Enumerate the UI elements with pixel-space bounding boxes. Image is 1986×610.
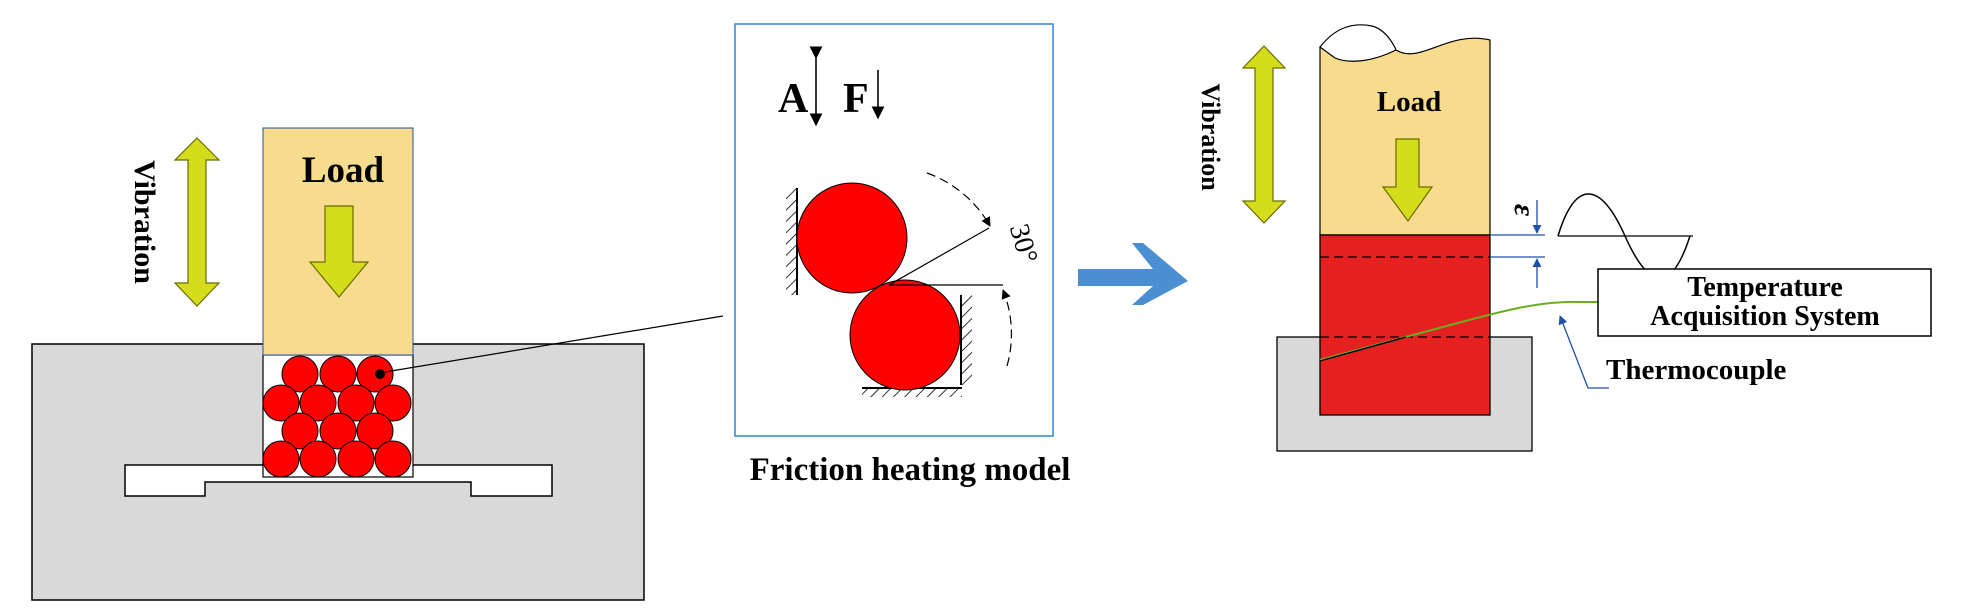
load-arrow-icon	[308, 205, 370, 298]
right-load-label: Load	[1377, 86, 1441, 118]
angle-arc	[926, 172, 991, 227]
particle	[262, 440, 300, 478]
particle	[356, 412, 394, 450]
particle-marker-dot	[375, 369, 385, 379]
friction-model-panel: A F 30° Friction heating model	[734, 23, 1071, 488]
thermocouple-leader	[1558, 315, 1609, 389]
die-groove	[124, 464, 553, 497]
particle	[337, 384, 375, 422]
particle	[374, 384, 412, 422]
load-label: Load	[302, 150, 385, 191]
particle	[281, 412, 319, 450]
label-a: A	[778, 76, 809, 122]
upper-particle	[796, 182, 908, 294]
powder-particles	[262, 355, 412, 478]
particle	[299, 384, 337, 422]
vibration-label: Vibration	[128, 160, 161, 284]
angle-arc-lower	[1001, 289, 1013, 367]
rod-broken-end	[1319, 24, 1397, 62]
temperature-system-line1: Temperature	[1687, 272, 1843, 303]
thermocouple-inner-wire	[1319, 336, 1407, 362]
vibration-arrow-icon	[173, 137, 221, 307]
thermocouple-label: Thermocouple	[1606, 354, 1787, 386]
particle	[374, 440, 412, 478]
particle	[299, 440, 337, 478]
temperature-acquisition-box	[1597, 268, 1932, 337]
epsilon-label: ε	[1508, 204, 1541, 217]
process-arrow-icon	[1078, 243, 1188, 305]
lower-particle	[849, 279, 961, 391]
right-vibration-arrow-icon	[1241, 45, 1287, 224]
particle	[281, 355, 319, 393]
callout-line	[384, 315, 724, 373]
thermocouple-wire	[1319, 300, 1598, 361]
particle	[337, 440, 375, 478]
left-assembly: Load Vibration	[31, 127, 724, 601]
friction-model-caption: Friction heating model	[750, 452, 1071, 488]
floor-hatch	[862, 388, 962, 397]
right-vibration-label: Vibration	[1196, 83, 1225, 191]
right-wall-hatch	[961, 295, 972, 385]
right-load-arrow-icon	[1381, 138, 1434, 223]
label-f: F	[843, 76, 869, 122]
particle	[319, 355, 357, 393]
right-assembly: Load Vibration ε Temperature Acquisition…	[1196, 24, 1932, 452]
temperature-system-line2: Acquisition System	[1650, 301, 1879, 332]
particle	[319, 412, 357, 450]
angle-line-inclined	[888, 227, 990, 286]
particle	[262, 384, 300, 422]
specimen	[1319, 234, 1491, 416]
left-wall-hatch	[786, 188, 797, 295]
